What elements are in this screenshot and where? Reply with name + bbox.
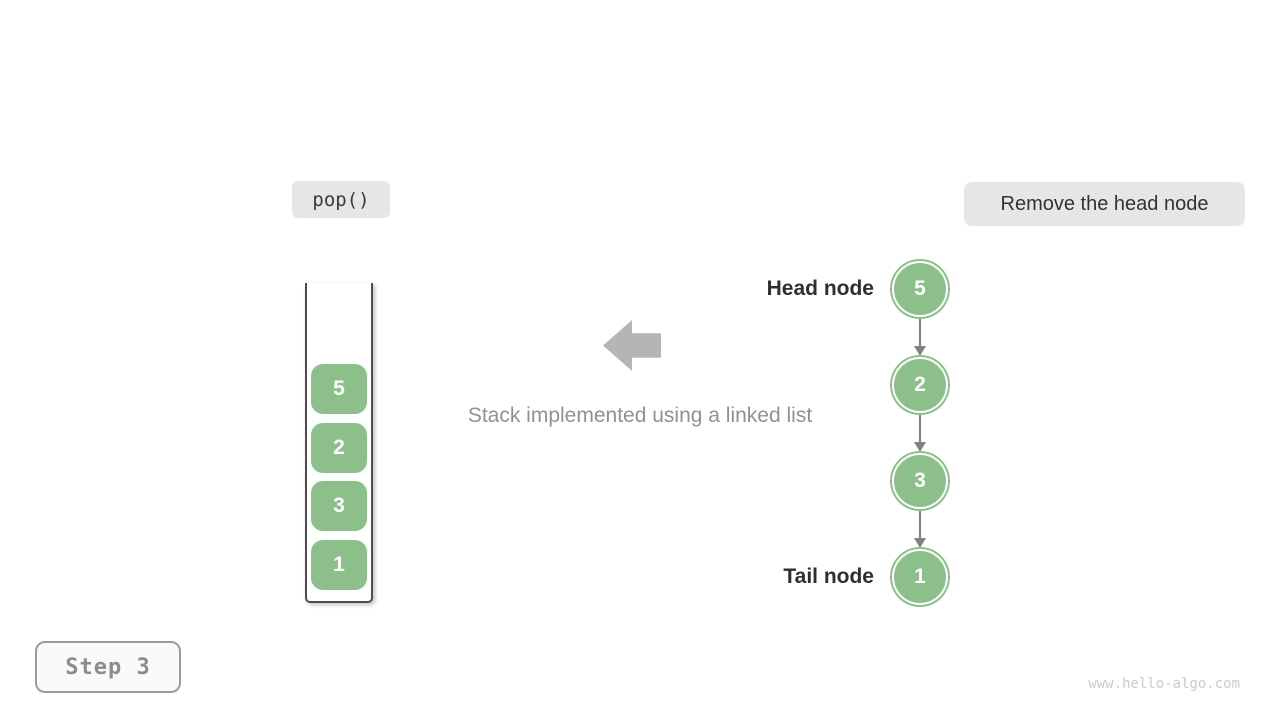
linked-list-node: 3 [892, 453, 948, 509]
arrow-shaft [919, 319, 921, 347]
pop-operation-badge: pop() [292, 181, 390, 218]
tail-node-label: Tail node [783, 565, 874, 588]
head-node-label: Head node [766, 277, 874, 300]
linked-list-node: 5 [892, 261, 948, 317]
watermark-text: www.hello-algo.com [1088, 676, 1240, 692]
step-indicator-badge: Step 3 [35, 641, 181, 693]
down-arrow-icon [892, 319, 948, 357]
arrow-head [914, 538, 926, 548]
linked-list-node: 1 [892, 549, 948, 605]
stack-container: 5 2 3 1 [305, 283, 373, 603]
stack-item: 5 [311, 364, 367, 414]
left-arrow-icon [603, 320, 661, 371]
down-arrow-icon [892, 511, 948, 549]
arrow-shaft [919, 415, 921, 443]
stack-item: 1 [311, 540, 367, 590]
arrow-head [914, 442, 926, 452]
arrow-shaft [919, 511, 921, 539]
stack-item: 3 [311, 481, 367, 531]
action-description-badge: Remove the head node [964, 182, 1245, 226]
stack-item: 2 [311, 423, 367, 473]
diagram-caption: Stack implemented using a linked list [467, 404, 813, 427]
linked-list-node: 2 [892, 357, 948, 413]
down-arrow-icon [892, 415, 948, 453]
linked-list: 5 2 3 1 [892, 261, 948, 605]
arrow-head [914, 346, 926, 356]
